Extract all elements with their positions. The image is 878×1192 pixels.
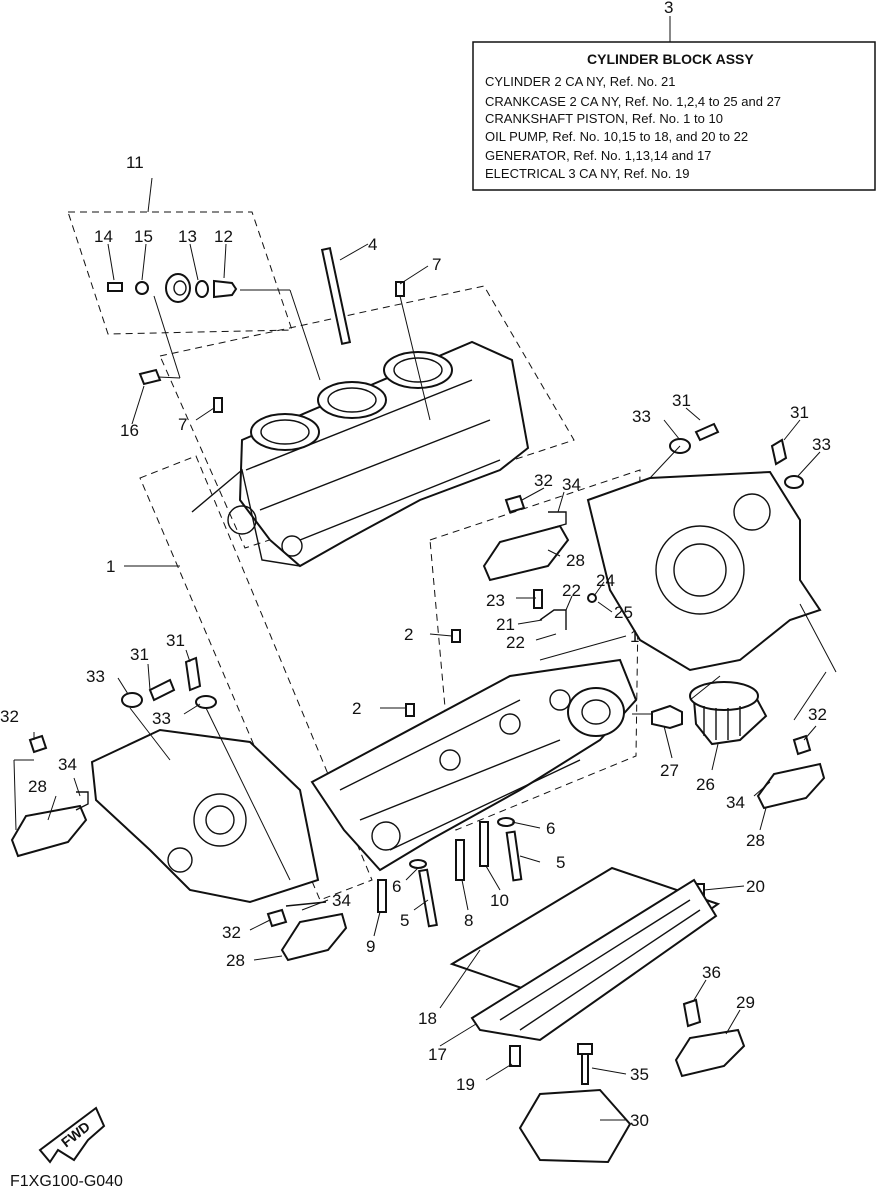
callout-13: 13 [178, 227, 197, 246]
callout-21: 21 [496, 615, 515, 634]
callout-1: 1 [106, 557, 115, 576]
assembly-box-line: CRANKCASE 2 CA NY, Ref. No. 1,2,4 to 25 … [485, 94, 781, 109]
callout-5: 5 [400, 911, 409, 930]
forward-direction-arrow-icon: FWD [38, 1106, 106, 1164]
callout-10: 10 [490, 891, 509, 910]
callout-31: 31 [672, 391, 691, 410]
callout-35: 35 [630, 1065, 649, 1084]
callout-34: 34 [332, 891, 351, 910]
callout-36: 36 [702, 963, 721, 982]
callout-28: 28 [226, 951, 245, 970]
reference-code: F1XG100-G040 [10, 1173, 123, 1190]
assembly-info-box: 3 CYLINDER BLOCK ASSY CYLINDER 2 CA NY, … [472, 0, 876, 191]
callout-numbers: 11 14 15 13 12 16 4 7 7 33 31 31 33 32 3… [0, 153, 831, 1130]
callout-6: 6 [392, 877, 401, 896]
dowel-pin [395, 281, 405, 297]
callout-14: 14 [94, 227, 113, 246]
callout-28: 28 [28, 777, 47, 796]
callout-5: 5 [556, 853, 565, 872]
callout-11: 11 [126, 153, 144, 172]
dowel-pin [213, 397, 223, 413]
callout-15: 15 [134, 227, 153, 246]
callout-32: 32 [808, 705, 827, 724]
callout-33: 33 [632, 407, 651, 426]
callout-31: 31 [130, 645, 149, 664]
callout-12: 12 [214, 227, 233, 246]
callout-22: 22 [506, 633, 525, 652]
callout-1: 1 [630, 627, 639, 646]
callout-20: 20 [746, 877, 765, 896]
callout-2: 2 [404, 625, 413, 644]
callout-33: 33 [152, 709, 171, 728]
assembly-box-line: CRANKSHAFT PISTON, Ref. No. 1 to 10 [485, 111, 723, 126]
oil-union-bolt [651, 704, 683, 730]
group-outline-1-left [139, 455, 373, 901]
part-fittings-group [107, 273, 238, 386]
callout-28: 28 [746, 831, 765, 850]
callout-7: 7 [432, 255, 441, 274]
callout-17: 17 [428, 1045, 447, 1064]
callout-2: 2 [352, 699, 361, 718]
callout-8: 8 [464, 911, 473, 930]
callout-34: 34 [562, 475, 581, 494]
oil-pump-fittings [533, 589, 625, 737]
callout-18: 18 [418, 1009, 437, 1028]
callout-30: 30 [630, 1111, 649, 1130]
assembly-callout-number: 3 [664, 0, 673, 17]
callout-32: 32 [0, 707, 19, 726]
callout-26: 26 [696, 775, 715, 794]
bracket-parts [10, 511, 826, 962]
leader-lines [13, 177, 837, 1121]
callout-27: 27 [660, 761, 679, 780]
callout-28: 28 [566, 551, 585, 570]
assembly-box-line: CYLINDER 2 CA NY, Ref. No. 21 [485, 74, 676, 89]
generator-cover-right [586, 470, 822, 672]
callout-19: 19 [456, 1075, 475, 1094]
callout-24: 24 [596, 571, 615, 590]
crankcase [310, 629, 638, 872]
callout-7: 7 [178, 415, 187, 434]
callout-22: 22 [562, 581, 581, 600]
callout-31: 31 [790, 403, 809, 422]
stud-bolt [320, 247, 352, 345]
callout-9: 9 [366, 937, 375, 956]
callout-29: 29 [736, 993, 755, 1012]
washers-and-bolts [28, 422, 812, 928]
assembly-box-line: OIL PUMP, Ref. No. 10,15 to 18, and 20 t… [485, 129, 748, 144]
callout-32: 32 [222, 923, 241, 942]
generator-cover-left [90, 728, 320, 904]
group-outline-right [429, 469, 641, 831]
assembly-box-title: CYLINDER BLOCK ASSY [587, 51, 754, 67]
cylinder-block [191, 340, 530, 568]
group-outline-11 [67, 211, 293, 335]
callout-23: 23 [486, 591, 505, 610]
callout-31: 31 [166, 631, 185, 650]
callout-4: 4 [368, 235, 377, 254]
callout-16: 16 [120, 421, 139, 440]
bottom-parts [509, 998, 746, 1164]
callout-33: 33 [812, 435, 831, 454]
group-outline-cylinder [159, 285, 575, 549]
callout-32: 32 [534, 471, 553, 490]
callout-34: 34 [58, 755, 77, 774]
callout-33: 33 [86, 667, 105, 686]
callout-34: 34 [726, 793, 745, 812]
assembly-box-line: ELECTRICAL 3 CA NY, Ref. No. 19 [485, 166, 689, 181]
callout-6: 6 [546, 819, 555, 838]
callout-25: 25 [614, 603, 633, 622]
oil-filter [689, 681, 768, 746]
assembly-box-line: GENERATOR, Ref. No. 1,13,14 and 17 [485, 148, 711, 163]
